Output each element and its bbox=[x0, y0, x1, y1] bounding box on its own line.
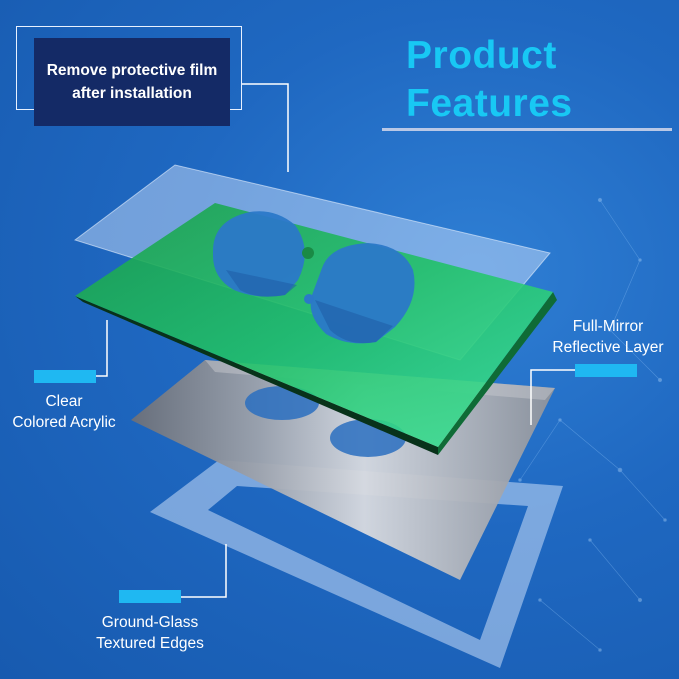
network-pattern bbox=[518, 197, 667, 652]
title-underline bbox=[382, 128, 672, 131]
film-callout-text: Remove protective film after installatio… bbox=[46, 62, 218, 102]
leader-lines bbox=[95, 83, 575, 598]
frame-leader-line bbox=[181, 544, 227, 598]
film-callout-box: Remove protective film after installatio… bbox=[34, 38, 230, 126]
clear-acrylic-label: Clear Colored Acrylic bbox=[12, 393, 116, 431]
mirror-layer-tag bbox=[575, 364, 637, 377]
green-acrylic-plate bbox=[75, 203, 557, 455]
film-leader-line bbox=[242, 83, 289, 172]
page-title: Product Features bbox=[406, 34, 573, 125]
mirror-leader-line bbox=[530, 369, 575, 425]
ground-glass-tag bbox=[119, 590, 181, 603]
mirror-layer-label: Full-Mirror Reflective Layer bbox=[552, 318, 664, 356]
acrylic-leader-line bbox=[95, 320, 108, 377]
ground-glass-label: Ground-Glass Textured Edges bbox=[96, 614, 204, 652]
clear-acrylic-tag bbox=[34, 370, 96, 383]
